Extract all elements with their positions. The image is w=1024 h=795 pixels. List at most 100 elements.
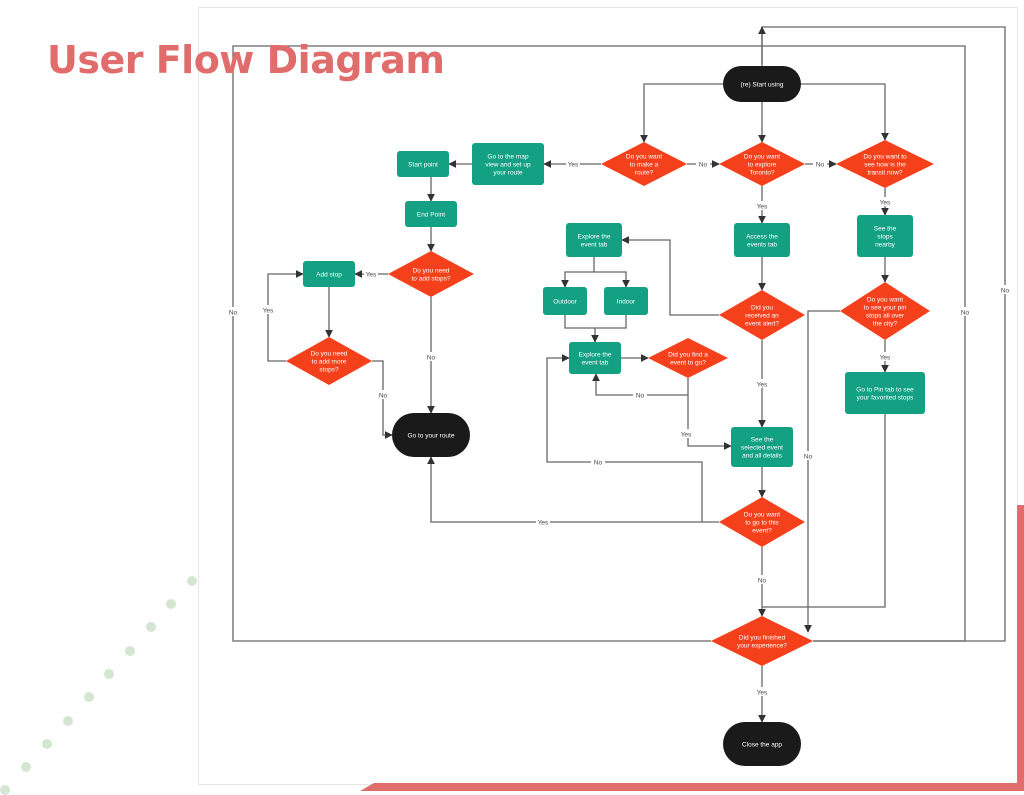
node-start-point: Start point [397,151,449,177]
node-label: your route [493,169,523,176]
node-label: (re) Start using [741,81,784,88]
node-label: Add stop [316,271,342,278]
edge-label-no: No [427,354,436,361]
edge-go-yes [427,456,719,523]
edge-find-yes [687,395,732,450]
accent-stripe-right [1017,505,1024,791]
edge-pin-no [804,310,840,633]
node-label: your experience? [737,642,787,649]
node-label: received an [745,312,779,319]
edge-label-no: No [1001,287,1010,294]
process-box [303,261,355,287]
node-label: Explore the [578,233,611,240]
node-label: Do you want [744,511,780,518]
edge-label-background [376,390,390,399]
decision-diamond [711,616,813,666]
node-label: Do you want to [863,153,907,160]
node-label: selected event [741,444,783,451]
node-label: Access the [746,233,778,240]
node-label: transit now? [867,169,902,176]
node-label: event tab [582,359,609,366]
edge-label-background [755,575,769,584]
edge-label-yes: Yes [366,271,377,278]
edge-label-background [801,451,815,460]
node-label: See the [751,436,774,443]
process-box [566,223,622,257]
node-label: Do you want [626,153,662,160]
edge-label-yes: Yes [757,381,768,388]
edge-label-no: No [379,392,388,399]
process-box [857,215,913,257]
node-label: to make a [630,161,659,168]
edge-label-no: No [594,459,603,466]
node-label: Close the app [742,741,782,748]
node-label: to see your pin [864,304,907,311]
edge-label-background [536,517,550,526]
node-label: Do you want [867,296,903,303]
edge-label-yes: Yes [757,689,768,696]
edge-label-background [364,269,378,278]
node-label: see how is the [864,161,906,168]
node-label: the city? [873,320,898,327]
node-label: Did you [751,304,773,311]
process-box [604,287,648,315]
node-label: nearby [875,241,896,248]
edge-start-route [640,83,723,143]
edge-label-background [424,352,438,361]
node-label: to go to this [745,519,779,526]
decision-diamond [388,251,474,297]
edge-label-background [226,307,240,316]
node-label: and all details [742,452,782,459]
terminal-pill [723,722,801,766]
node-end-point: End Point [405,201,457,227]
process-box [405,201,457,227]
edge-label-background [755,201,769,210]
edge-label-yes: Yes [880,199,891,206]
edge-alert-explore [621,236,719,316]
node-label: event tab [581,241,608,248]
edge-go-no [546,354,703,522]
edge-start-transit [801,83,889,141]
process-box [734,223,790,257]
edge-label-no: No [758,577,767,584]
edge-label-background [696,159,710,168]
decorative-dot [63,716,73,726]
edge-tab-outdoor [561,257,595,288]
node-label: Go to your route [408,432,455,439]
node-label: Outdoor [553,298,577,305]
node-label: to explore [748,161,777,168]
edge-tab-indoor [594,271,630,288]
node-go-route: Go to your route [392,413,470,457]
node-label: Go to Pin tab to see [856,386,914,393]
edge-label-background [679,429,693,438]
edge-label-background [878,352,892,361]
accent-stripe-bottom [360,783,1024,791]
decision-diamond [719,290,805,340]
edge-label-yes: Yes [681,431,692,438]
edge-label-background [755,379,769,388]
decorative-dot [104,669,114,679]
edge-label-background [958,307,972,316]
node-label: Do you need [311,350,348,357]
edge-label-background [998,285,1012,294]
decision-diamond [840,282,930,340]
edge-label-no: No [804,453,813,460]
decision-diamond [648,338,728,378]
node-label: Did you find a [668,351,708,358]
decision-diamond [719,142,805,186]
edge-outdoor-tab2 [564,315,599,343]
decorative-dot [146,622,156,632]
node-label: Do you want [744,153,780,160]
decorative-dot [187,576,197,586]
